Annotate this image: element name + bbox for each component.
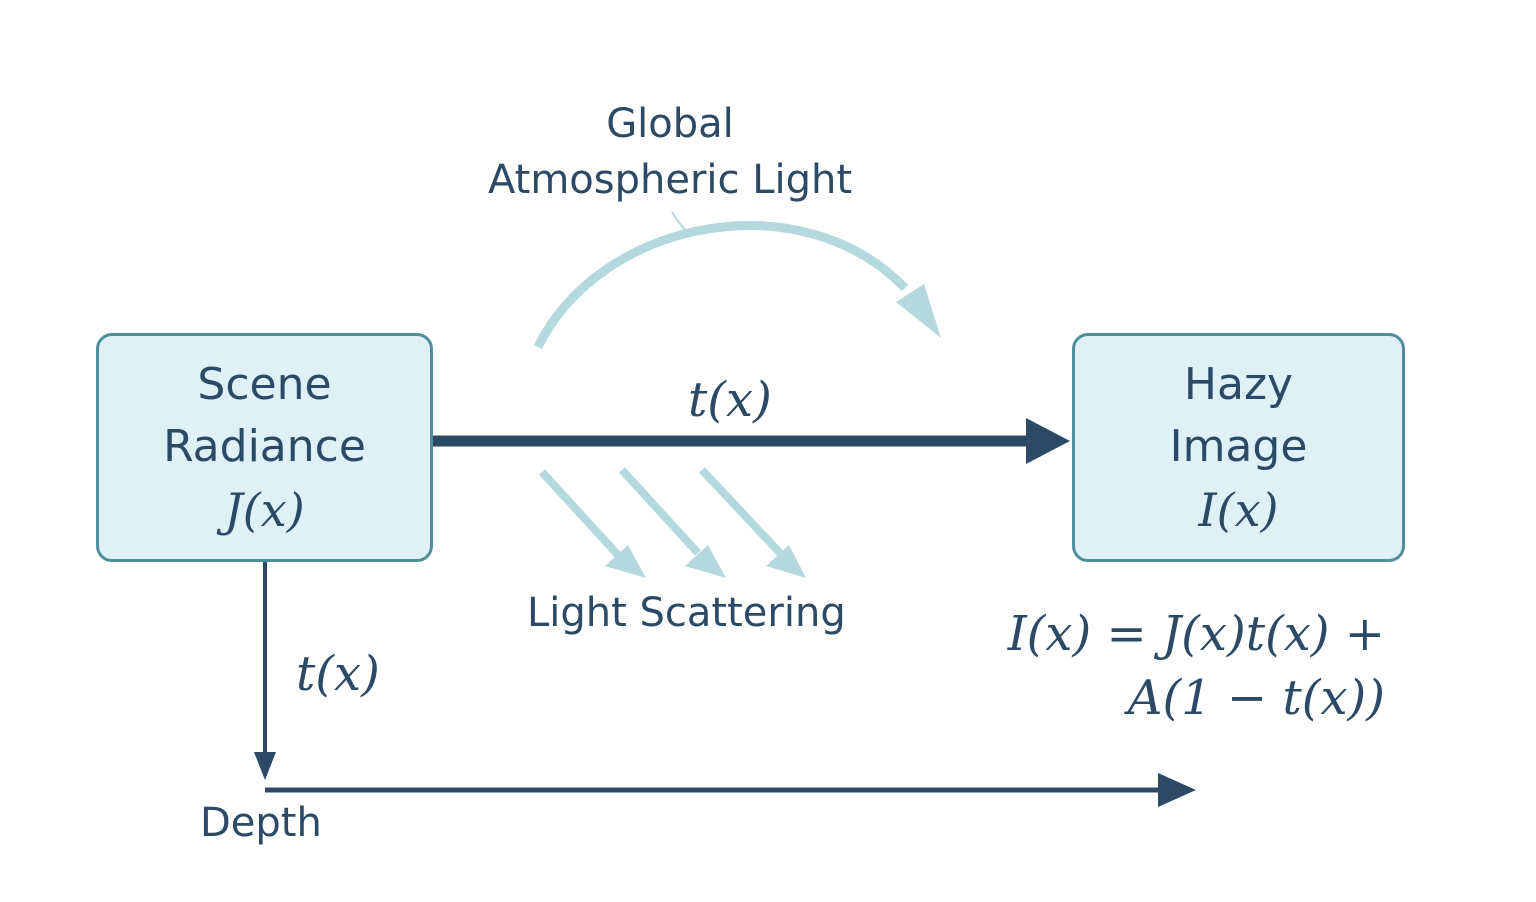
scene-radiance-symbol: J(x): [224, 482, 305, 537]
scatter-arrow-3: [699, 467, 783, 556]
hazy-image-title-line1: Hazy: [1183, 358, 1294, 410]
depth-vertical-arrowhead: [254, 752, 276, 780]
transmission-label-main: t(x): [688, 372, 772, 428]
transmission-label-depth: t(x): [296, 646, 380, 702]
scatter-arrow-1: [539, 469, 621, 558]
atmospheric-light-arrowhead: [896, 284, 941, 338]
haze-equation-line1: I(x) = J(x)t(x) +: [1007, 606, 1385, 662]
light-scattering-label: Light Scattering: [527, 590, 846, 636]
hazy-image-title-line2: Image: [1169, 420, 1308, 472]
depth-label: Depth: [200, 800, 322, 846]
scene-radiance-box: Scene Radiance J(x): [96, 333, 433, 562]
scatter-arrowhead-2: [685, 545, 726, 578]
scene-radiance-title-line2: Radiance: [163, 420, 366, 472]
transmission-arrowhead: [1026, 418, 1070, 464]
scene-radiance-title-line1: Scene: [197, 358, 332, 410]
hazy-image-box: Hazy Image I(x): [1072, 333, 1405, 562]
atmospheric-light-label-line1: Global: [606, 101, 734, 147]
scattering-arrows: [539, 467, 806, 578]
scatter-arrowhead-3: [766, 545, 806, 578]
atmospheric-light-leader: [671, 211, 691, 235]
scatter-arrow-2: [619, 467, 701, 556]
haze-equation-line2: A(1 − t(x)): [1127, 670, 1385, 726]
haze-equation: I(x) = J(x)t(x) + A(1 − t(x)): [985, 602, 1385, 730]
atmospheric-light-label: Global Atmospheric Light: [440, 96, 900, 208]
scatter-arrowhead-1: [605, 545, 646, 578]
hazy-image-symbol: I(x): [1198, 482, 1279, 537]
atmospheric-light-arc: [533, 221, 909, 349]
atmospheric-light-label-line2: Atmospheric Light: [487, 157, 853, 203]
depth-axis-arrowhead: [1158, 773, 1196, 807]
